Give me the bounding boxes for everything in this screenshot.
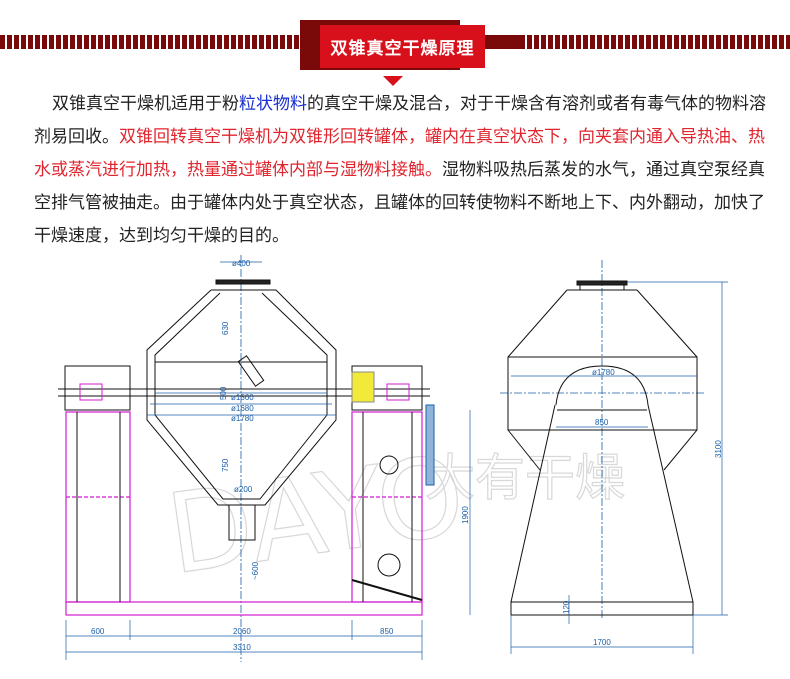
dim-arch-width: 850 [595, 418, 609, 427]
header-stripes-right [520, 35, 790, 49]
front-view-dimensions: ø400 630 500 750 ø1560 ø1680 ø1780 ø200 … [91, 259, 470, 652]
side-view [500, 260, 728, 654]
dim-shaft-height: 1900 [461, 506, 470, 524]
title-pointer-icon [383, 76, 403, 86]
dim-center-span: 2060 [233, 627, 251, 636]
dim-base-width: 1700 [593, 638, 611, 647]
desc-text-1: 双锥真空干燥机适用于粉 [52, 94, 239, 114]
watermark-cn: 大有干燥 [425, 449, 625, 507]
dim-outlet: ø200 [234, 485, 253, 494]
dim-inlet: ø400 [232, 259, 251, 268]
front-view [58, 255, 471, 662]
section-title: 双锥真空干燥原理 [320, 25, 485, 68]
dim-clearance: ~600 [251, 561, 260, 580]
dim-total-length: 3310 [233, 643, 251, 652]
dim-dia-mid: ø1680 [231, 404, 254, 413]
dim-total-height: 3100 [714, 440, 723, 458]
desc-text-3: 湿物料吸热后蒸发的水气，通过真空泵经真空排气管被抽走。由于罐体内处于真空状态，且… [34, 160, 765, 246]
side-view-dimensions: ø1780 850 3100 120 1700 [562, 368, 723, 647]
dim-right-frame: 850 [380, 627, 394, 636]
dim-dia-outer: ø1780 [231, 414, 254, 423]
description-paragraph: 双锥真空干燥机适用于粉粒状物料的真空干燥及混合，对于干燥含有溶剂或者有毒气体的物… [34, 88, 770, 253]
dim-base-height: 120 [562, 600, 571, 614]
desc-highlight: 双锥回转真空干燥机为双锥形回转罐体，罐内在真空状态下，向夹套内通入导热油、热水或… [34, 127, 765, 180]
dim-lower-cone: 750 [221, 458, 230, 472]
dim-left-frame: 600 [91, 627, 105, 636]
dim-dia-inner: ø1560 [231, 393, 254, 402]
header-stripes-left [0, 35, 300, 49]
dim-cylinder: 500 [219, 386, 228, 400]
desc-text-2: 的真空干燥及混合，对于干燥含有溶剂或者有毒气体的物料溶剂易回收。 [34, 94, 766, 147]
dim-side-dia: ø1780 [592, 368, 615, 377]
dim-upper-cone: 630 [221, 321, 230, 335]
material-link[interactable]: 粒状物料 [239, 94, 307, 114]
